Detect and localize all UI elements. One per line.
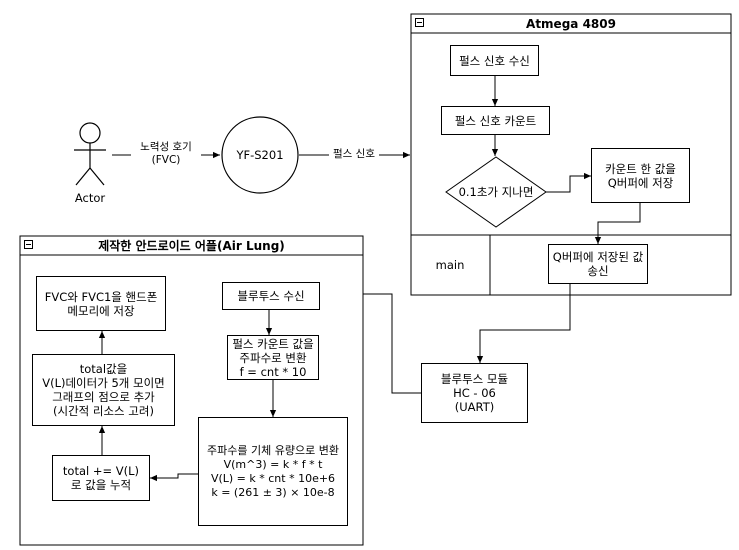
edge-label-forced-exhale: 노력성 호기 (FVC) xyxy=(131,141,201,167)
app-collapse-icon[interactable] xyxy=(24,240,33,249)
atmega-collapse-icon[interactable] xyxy=(415,18,424,27)
atmega-title: Atmega 4809 xyxy=(526,17,616,31)
decision-diamond xyxy=(445,156,547,228)
node-graph-point: total값을 V(L)데이터가 5개 모이면 그래프의 점으로 추가 (시간적… xyxy=(32,354,175,426)
node-pulse-count: 펄스 신호 카운트 xyxy=(441,106,550,135)
edge-label-pulse-signal: 펄스 신호 xyxy=(329,148,379,161)
node-to-volume: 주파수를 기체 유량으로 변환 V(m^3) = k * f * t V(L) … xyxy=(198,417,348,526)
atmega-lane-main: main xyxy=(435,258,465,272)
app-title: 제작한 안드로이드 어플(Air Lung) xyxy=(98,239,285,253)
node-to-frequency: 펄스 카운트 값을 주파수로 변환 f = cnt * 10 xyxy=(227,335,319,380)
node-bt-receive: 블루투스 수신 xyxy=(222,282,320,310)
actor-figure xyxy=(74,122,106,186)
node-decision-label: 0.1초가 지나면 xyxy=(458,185,534,199)
node-accumulate: total += V(L) 로 값을 누적 xyxy=(52,455,150,501)
sensor-label: YF-S201 xyxy=(236,148,284,162)
node-save-memory: FVC와 FVC1을 핸드폰 메모리에 저장 xyxy=(36,276,166,331)
node-send-qbuffer: Q버퍼에 저장된 값 송신 xyxy=(548,244,648,284)
node-store-qbuffer: 카운트 한 값을 Q버퍼에 저장 xyxy=(591,148,690,203)
actor-label: Actor xyxy=(74,191,106,205)
sensor-circle xyxy=(221,116,299,194)
bluetooth-module: 블루투스 모듈 HC - 06 (UART) xyxy=(421,363,528,423)
node-pulse-receive: 펄스 신호 수신 xyxy=(450,45,539,76)
